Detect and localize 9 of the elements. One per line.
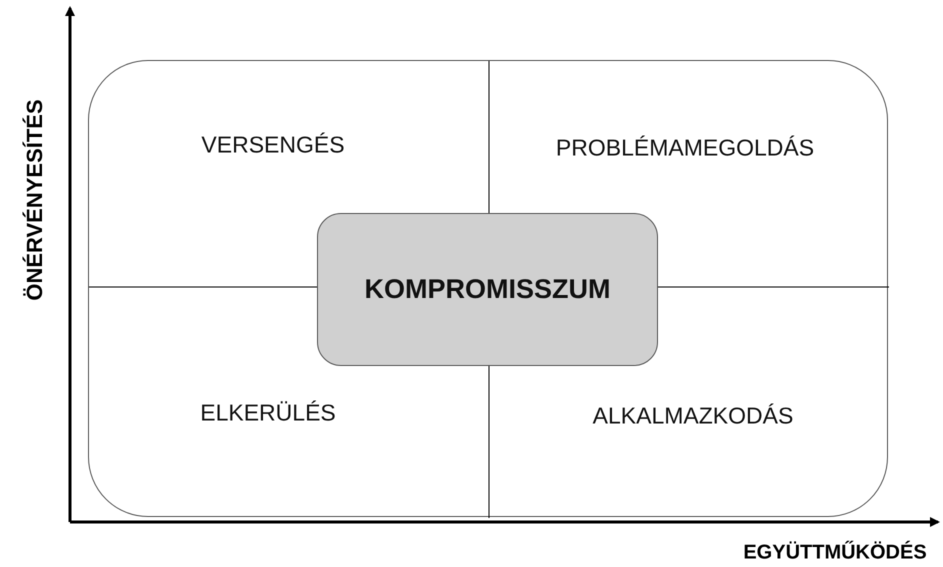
quadrant-label: ALKALMAZKODÁS	[592, 402, 794, 430]
quadrant-label: VERSENGÉS	[201, 132, 345, 158]
box-title: KOMPROMISSZUM	[364, 274, 610, 305]
axis-title: EGYÜTTMŰKÖDÉS	[743, 542, 927, 564]
quadrant-label: ELKERÜLÉS	[200, 400, 336, 426]
center-box	[317, 213, 658, 366]
axis-title: ÖNÉRVÉNYESÍTÉS	[22, 99, 48, 301]
grid-frame	[88, 60, 888, 517]
quadrant-label: PROBLÉMAMEGOLDÁS	[556, 134, 814, 162]
